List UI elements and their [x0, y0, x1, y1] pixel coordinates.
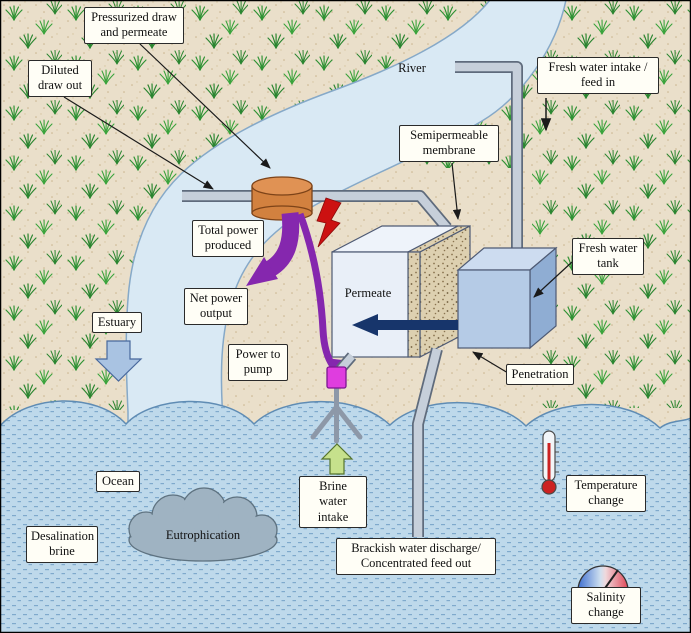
brine-intake-arrow	[320, 443, 354, 475]
tripod	[310, 385, 363, 444]
thermometer-icon	[541, 430, 559, 495]
brackish-discharge-pipe	[412, 347, 443, 537]
label-semipermeable-membrane: Semipermeable membrane	[399, 125, 499, 162]
label-fresh-water-tank: Fresh water tank	[572, 238, 644, 275]
label-total-power-produced: Total power produced	[192, 220, 264, 257]
label-brine-water-intake: Brine water intake	[299, 476, 367, 528]
leader-lines	[63, 43, 573, 374]
leader-semipermeable-membrane	[451, 162, 462, 221]
membrane-front	[407, 251, 421, 358]
label-desalination-brine: Desalination brine	[26, 526, 98, 563]
label-salinity-change: Salinity change	[571, 587, 641, 624]
label-permeate: Permeate	[344, 286, 392, 300]
pump-assembly	[310, 352, 363, 444]
salinity-gauge-icon	[577, 565, 629, 594]
eutrophication-cloud	[128, 487, 278, 562]
lightning-icon	[316, 197, 342, 248]
label-power-to-pump: Power to pump	[228, 344, 288, 381]
leader-diluted-draw	[63, 96, 214, 190]
label-temperature-change: Temperature change	[566, 475, 646, 512]
fresh-water-tank-front	[457, 269, 531, 349]
label-pressurized-draw-and-permeate: Pressurized draw and permeate	[84, 7, 184, 44]
label-net-power-output: Net power output	[184, 288, 248, 325]
leader-penetration	[472, 351, 509, 374]
total-power-arrow	[246, 212, 300, 286]
turbine-generator	[251, 176, 313, 221]
label-fresh-water-intake: Fresh water intake / feed in	[537, 57, 659, 94]
penetration-arrow	[352, 314, 458, 336]
label-estuary: Estuary	[92, 312, 142, 334]
label-eutrophication: Eutrophication	[165, 528, 241, 542]
label-brackish-water-discharge: Brackish water discharge/ Concentrated f…	[336, 538, 496, 575]
label-ocean: Ocean	[96, 471, 140, 493]
label-river: River	[398, 61, 426, 75]
leader-pressurized-draw	[139, 43, 271, 169]
estuary-arrow	[94, 340, 143, 382]
leader-fresh-water-tank	[533, 261, 573, 298]
label-penetration: Penetration	[506, 364, 574, 386]
pump	[326, 366, 347, 389]
permeate-chamber-front	[331, 251, 409, 358]
label-diluted-draw-out: Diluted draw out	[28, 60, 92, 97]
